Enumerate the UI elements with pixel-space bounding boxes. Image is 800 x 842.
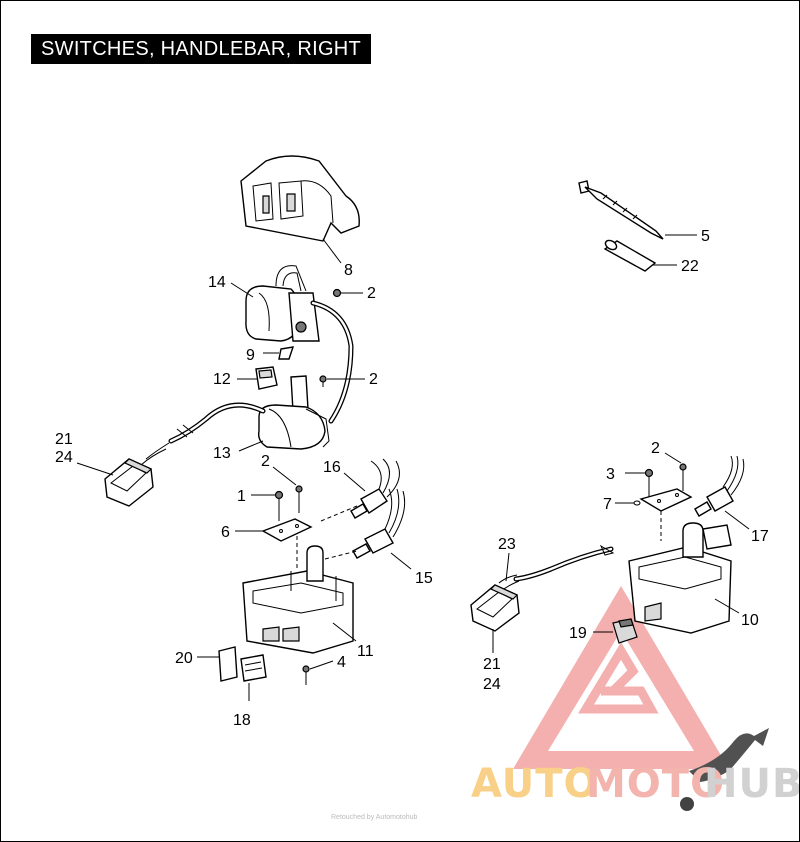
part-2-screw-right	[664, 452, 687, 491]
footer-credit: Retouched by Automotohub	[331, 814, 418, 821]
callout-1: 1	[237, 488, 246, 505]
callout-23: 23	[498, 536, 516, 553]
callout-22: 22	[681, 258, 699, 275]
part-8-housing-cover	[240, 155, 360, 242]
watermark-dot-icon	[680, 797, 694, 811]
part-2-screw-left	[272, 466, 303, 513]
callout-13: 13	[213, 445, 231, 462]
part-19-button	[593, 618, 638, 644]
callout-16: 16	[323, 459, 341, 476]
callout-21-right: 21	[483, 656, 501, 673]
callout-labels: 8 14 2 9 12 2 21 24 13 2 16 1 6 15 11 20…	[55, 228, 769, 729]
callout-5: 5	[701, 228, 710, 245]
page-title: SWITCHES, HANDLEBAR, RIGHT	[31, 34, 372, 64]
part-10-lower-housing	[628, 522, 732, 634]
watermark-text-auto: AUTO	[471, 761, 599, 807]
callout-2-right: 2	[651, 440, 660, 457]
callout-15: 15	[415, 570, 433, 587]
callout-2-middle: 2	[369, 371, 378, 388]
connector-left-21-24	[104, 458, 154, 507]
watermark-arrow-icon	[689, 728, 769, 782]
watermark-inner-g	[578, 642, 659, 714]
part-7-bracket	[615, 488, 693, 512]
callout-21-left: 21	[55, 431, 73, 448]
watermark-text-moto: MOTO	[586, 761, 725, 807]
part-4-screw	[302, 660, 334, 685]
part-18-button-cap	[240, 654, 267, 701]
callout-3: 3	[606, 466, 615, 483]
part-17-switch	[694, 455, 750, 530]
connector-right-21-24	[470, 584, 520, 632]
part-2-screw-middle	[319, 375, 365, 387]
callout-24-right: 24	[483, 676, 501, 693]
callout-20: 20	[175, 650, 193, 667]
part-3-screw	[625, 468, 654, 499]
callout-4: 4	[337, 654, 346, 671]
part-6-bracket	[235, 518, 313, 542]
part-22-sleeve	[603, 239, 677, 272]
part-16-switch	[343, 458, 400, 519]
callout-18: 18	[233, 712, 251, 729]
part-15-switch	[352, 488, 412, 570]
callout-24-left: 24	[55, 449, 73, 466]
callout-10: 10	[741, 612, 759, 629]
callout-17: 17	[751, 528, 769, 545]
callout-11: 11	[357, 643, 374, 660]
callout-2-left: 2	[261, 453, 270, 470]
watermark-logo: AUTO MOTO HUB	[471, 586, 799, 811]
part-13-lower-switch-housing	[257, 375, 330, 450]
callout-9: 9	[246, 347, 255, 364]
callout-8: 8	[344, 262, 353, 279]
part-1-screw	[251, 490, 284, 521]
watermark-text-hub: HUB	[704, 761, 799, 807]
part-11-lower-housing	[242, 545, 354, 654]
part-5-cable-strap	[578, 180, 697, 240]
callout-19: 19	[569, 625, 587, 642]
callout-2-upper: 2	[367, 285, 376, 302]
callout-6: 6	[221, 524, 230, 541]
callout-7: 7	[603, 496, 612, 513]
callout-14: 14	[208, 274, 226, 291]
part-14-switch-module	[245, 265, 320, 342]
part-2-screw-upper	[332, 288, 363, 298]
callout-12: 12	[213, 371, 231, 388]
part-9-spring-clip	[263, 346, 295, 360]
part-20-button-cap	[197, 646, 238, 682]
part-12-contact-block	[237, 366, 278, 390]
